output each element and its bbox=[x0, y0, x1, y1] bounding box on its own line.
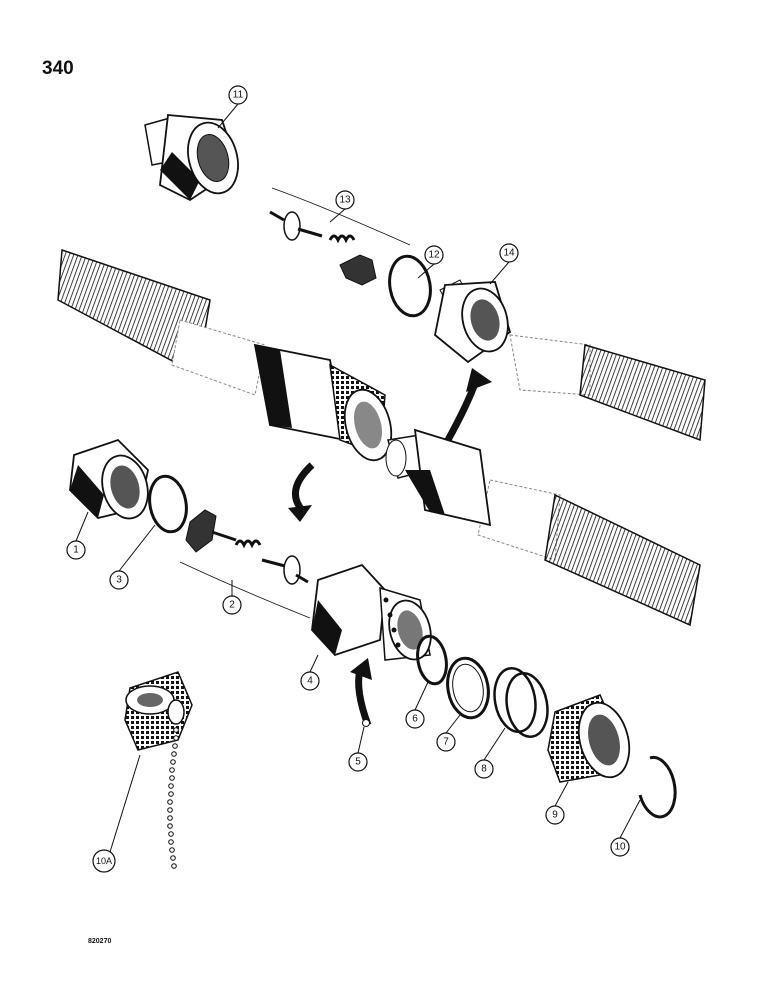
upper-left-hose bbox=[57, 248, 266, 396]
part-10A-dust-cap bbox=[124, 671, 193, 869]
part-7-ring bbox=[446, 656, 490, 720]
part-4-coupler-body bbox=[311, 563, 432, 661]
part-11-adapter bbox=[144, 114, 240, 202]
callout-6: 6 bbox=[405, 709, 425, 729]
callout-4: 4 bbox=[300, 671, 320, 691]
callout-leaders bbox=[75, 103, 641, 853]
callout-7: 7 bbox=[436, 732, 456, 752]
arrow-down-to-part-4 bbox=[288, 462, 315, 522]
callout-3: 3 bbox=[109, 570, 129, 590]
part-1-adapter-nut bbox=[69, 438, 149, 520]
callout-8: 8 bbox=[474, 759, 494, 779]
callout-5: 5 bbox=[348, 752, 368, 772]
lower-right-hose bbox=[477, 479, 701, 627]
callout-13: 13 bbox=[335, 190, 355, 210]
coupler-nipple bbox=[385, 428, 492, 527]
callout-7-label: 7 bbox=[443, 737, 449, 748]
callout-10-label: 10 bbox=[614, 842, 626, 853]
drawing-code: 820270 bbox=[88, 938, 112, 945]
callout-3-label: 3 bbox=[116, 575, 122, 586]
callout-8-label: 8 bbox=[481, 764, 487, 775]
part-10-snap-ring bbox=[638, 755, 677, 819]
callout-10: 10 bbox=[610, 837, 630, 857]
callout-1: 1 bbox=[66, 540, 86, 560]
part-14-adapter bbox=[434, 279, 512, 364]
part-3-o-ring bbox=[148, 474, 188, 534]
callout-9-label: 9 bbox=[552, 810, 558, 821]
callout-9: 9 bbox=[545, 805, 565, 825]
coupler-body-upper bbox=[253, 343, 393, 462]
part-2-valve-assembly bbox=[179, 509, 311, 619]
page-number: 340 bbox=[42, 58, 74, 79]
upper-right-hose bbox=[509, 334, 706, 442]
part-13-valve-assembly bbox=[269, 187, 411, 286]
part-9-sleeve bbox=[547, 694, 631, 783]
callout-1-label: 1 bbox=[73, 545, 79, 556]
callout-6-label: 6 bbox=[412, 714, 418, 725]
part-12-o-ring bbox=[388, 254, 432, 318]
callout-11: 11 bbox=[228, 85, 248, 105]
part-8-spring bbox=[493, 667, 549, 738]
callout-10A: 10A bbox=[92, 849, 116, 873]
arrow-up-to-part-4 bbox=[350, 658, 372, 727]
callout-14-label: 14 bbox=[503, 248, 515, 259]
callout-5-label: 5 bbox=[355, 757, 361, 768]
part-5-ball bbox=[362, 719, 370, 727]
callout-12-label: 12 bbox=[428, 250, 440, 261]
callout-2: 2 bbox=[222, 595, 242, 615]
arrow-up-to-14 bbox=[444, 368, 492, 442]
callout-4-label: 4 bbox=[307, 676, 313, 687]
part-6-o-ring bbox=[416, 634, 448, 686]
callout-13-label: 13 bbox=[339, 195, 351, 206]
callout-14: 14 bbox=[499, 243, 519, 263]
callout-11-label: 11 bbox=[233, 90, 244, 101]
callout-10A-label: 10A bbox=[96, 856, 112, 866]
callout-12: 12 bbox=[424, 245, 444, 265]
callout-2-label: 2 bbox=[229, 600, 235, 611]
